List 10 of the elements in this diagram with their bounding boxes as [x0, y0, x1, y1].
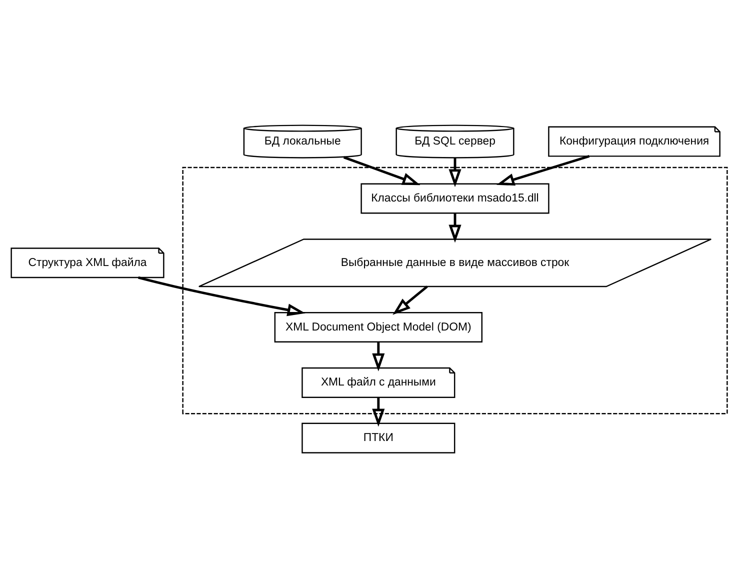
- arrow: [448, 213, 462, 243]
- arrow: [372, 398, 385, 427]
- node-box: Классы библиотеки msado15.dll: [360, 183, 550, 214]
- node-box: XML Document Object Model (DOM): [274, 312, 482, 343]
- node-box: ПТКИ: [302, 422, 456, 454]
- arrow: [372, 342, 385, 372]
- arrow: [138, 276, 306, 316]
- cluster: [182, 166, 728, 414]
- arrow: [392, 286, 428, 315]
- arrow: [448, 158, 462, 188]
